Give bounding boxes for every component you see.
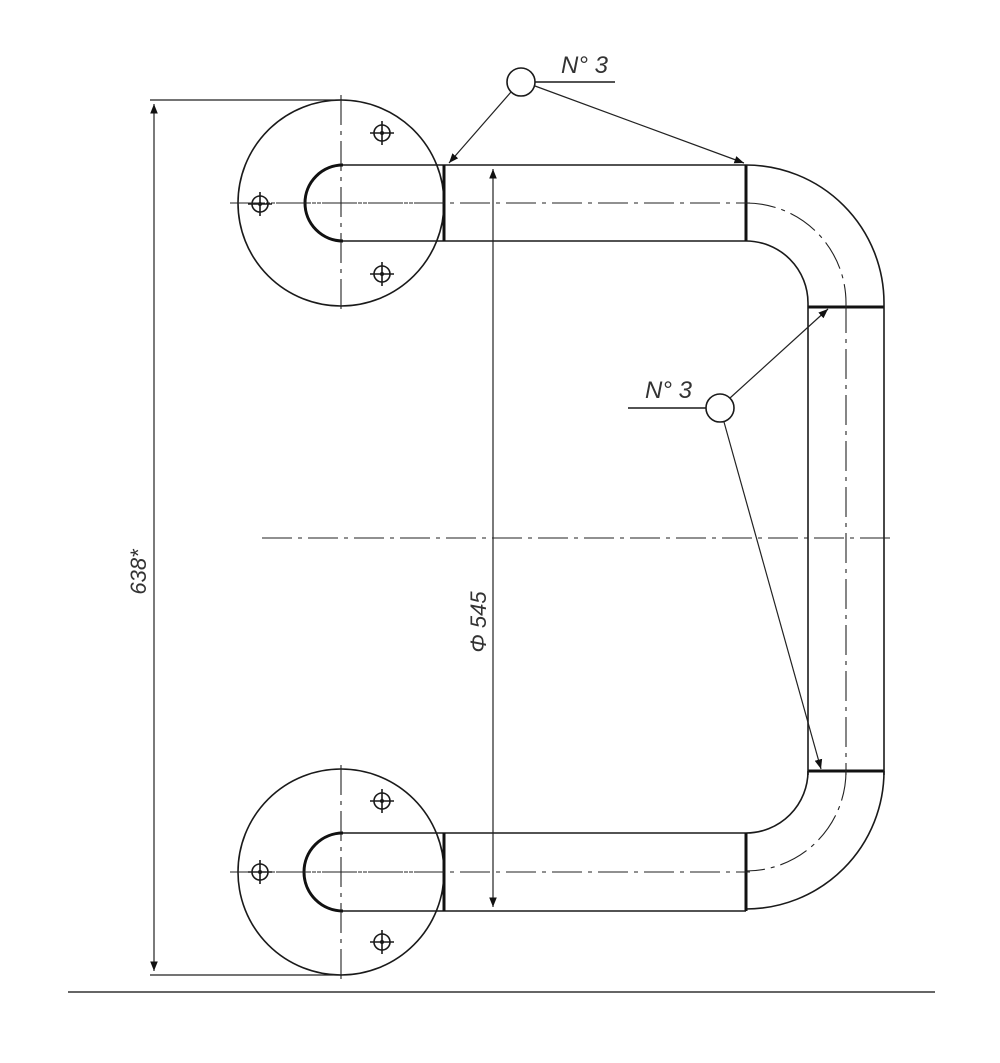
- diameter-dimension: Φ 545: [466, 169, 497, 907]
- bolt-hole-icon: [370, 262, 394, 286]
- diameter-dimension-label: Φ 545: [466, 591, 491, 653]
- height-dimension-label: 638*: [126, 548, 151, 595]
- weld-callout-right-label: N° 3: [645, 377, 693, 404]
- bolt-hole-icon: [370, 121, 394, 145]
- bolt-hole-icon: [370, 789, 394, 813]
- bolt-hole-icon: [248, 192, 272, 216]
- height-dimension: 638*: [126, 99, 342, 976]
- weld-callout-top-label: N° 3: [561, 52, 609, 79]
- bolt-hole-icon: [370, 930, 394, 954]
- weld-callout-top: N° 3: [448, 52, 745, 164]
- pipe-body: [230, 164, 890, 912]
- weld-callout-right: N° 3: [628, 308, 829, 770]
